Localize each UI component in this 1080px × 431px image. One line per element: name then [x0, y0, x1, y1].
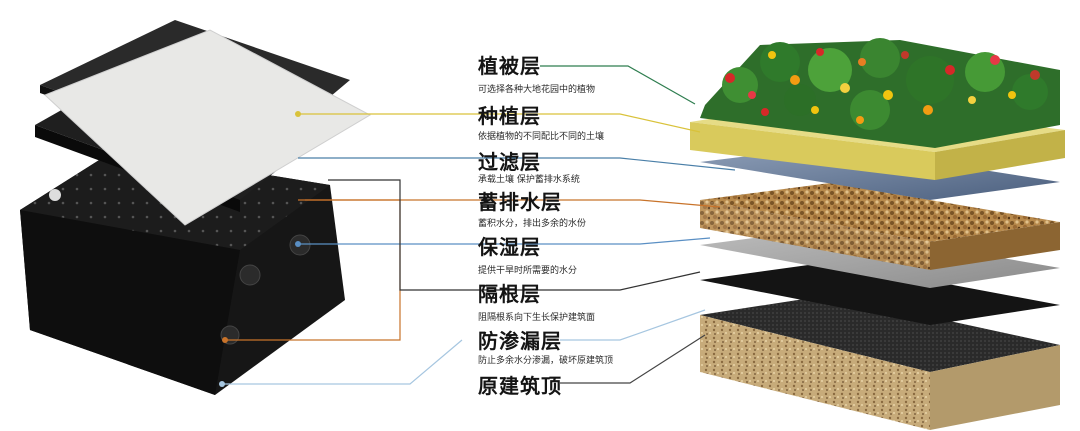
label-drainage-desc: 蓄积水分，排出多余的水份: [478, 219, 587, 229]
drainage-layer-front: [700, 200, 930, 270]
leader-dot-planting: [295, 111, 301, 117]
vegetation-layer: [700, 38, 1060, 148]
green-roof-layers: [690, 38, 1065, 430]
label-vegetation-desc: 可选择各种大地花园中的植物: [478, 85, 596, 95]
board-base-front: [20, 210, 240, 395]
leader-dot-drainage: [222, 337, 228, 343]
drainage-layer-top: [700, 183, 1060, 242]
white-filter-sheet: [44, 29, 372, 226]
leader-line-planting-right: [540, 113, 701, 133]
label-vegetation-title: 植被层: [478, 54, 541, 78]
leader-dot-moisture: [295, 241, 301, 247]
label-filter-desc: 承载土壤 保护蓄排水系统: [478, 175, 580, 185]
planting-layer-front: [690, 122, 935, 180]
leader-line-waterproof: [222, 339, 463, 385]
leader-line-root: [328, 179, 540, 291]
leader-line-roof: [560, 334, 706, 384]
leader-line-moisture-right: [540, 237, 711, 245]
label-roof-title: 原建筑顶: [478, 374, 562, 398]
label-moisture-desc: 提供干旱时所需要的水分: [478, 266, 578, 276]
leader-line-drainage-right: [562, 199, 721, 208]
label-planting-title: 种植层: [478, 104, 541, 128]
label-filter-title: 过滤层: [478, 150, 541, 174]
label-root-desc: 阻隔根系向下生长保护建筑面: [478, 313, 596, 323]
leader-line-waterproof-right: [560, 309, 706, 341]
leader-line-filter-right: [540, 157, 736, 171]
drainage-board-assembly: [20, 20, 372, 395]
label-root-title: 隔根层: [478, 282, 541, 306]
label-moisture-title: 保湿层: [478, 235, 541, 259]
leader-line-root-right: [540, 271, 701, 291]
label-waterproof-title: 防渗漏层: [478, 329, 562, 353]
label-waterproof-desc: 防止多余水分渗漏，破坏原建筑顶: [478, 356, 614, 366]
board-dome: [239, 264, 261, 286]
drainage-layer-side: [930, 222, 1060, 270]
label-planting-desc: 依据植物的不同配比不同的土壤: [478, 132, 605, 142]
leader-lines: [219, 65, 736, 387]
roof-layer-front: [700, 315, 930, 430]
leader-line-vegetation: [540, 65, 696, 105]
roof-layer: [700, 295, 1060, 372]
board-hole: [49, 189, 61, 201]
roof-layer-side: [930, 345, 1060, 430]
leader-dot-waterproof: [219, 381, 225, 387]
planting-layer-side: [935, 130, 1065, 180]
label-drainage-title: 蓄排水层: [478, 190, 562, 214]
waterproof-layer: [700, 262, 1060, 325]
